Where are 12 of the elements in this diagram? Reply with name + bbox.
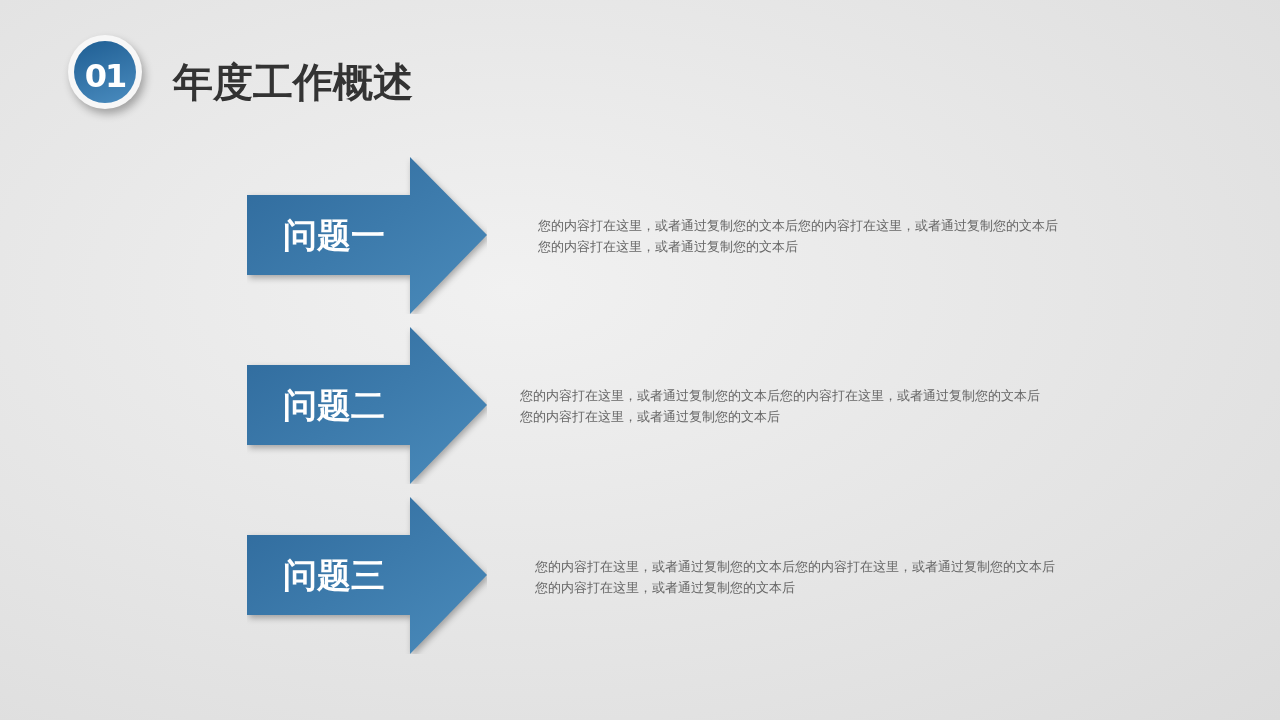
description-text: 您的内容打在这里，或者通过复制您的文本后您的内容打在这里，或者通过复制您的文本后您的内容打在这里，或者通过复制您的文本后 [538,217,1059,256]
arrow-label: 问题三 [282,553,385,597]
description-text: 您的内容打在这里，或者通过复制您的文本后您的内容打在这里，或者通过复制您的文本后您的内容打在这里，或者通过复制您的文本后 [535,558,1056,597]
slide-title: 年度工作概述 [173,58,413,107]
arrow-shape [247,327,487,484]
arrow-label: 问题二 [282,383,385,427]
badge-number: 01 [84,56,126,97]
arrow-shape [247,157,487,314]
arrow-shape [247,497,487,654]
arrow-label: 问题一 [282,213,385,257]
description-text: 您的内容打在这里，或者通过复制您的文本后您的内容打在这里，或者通过复制您的文本后您的内容打在这里，或者通过复制您的文本后 [520,387,1041,426]
number-badge [68,35,142,109]
